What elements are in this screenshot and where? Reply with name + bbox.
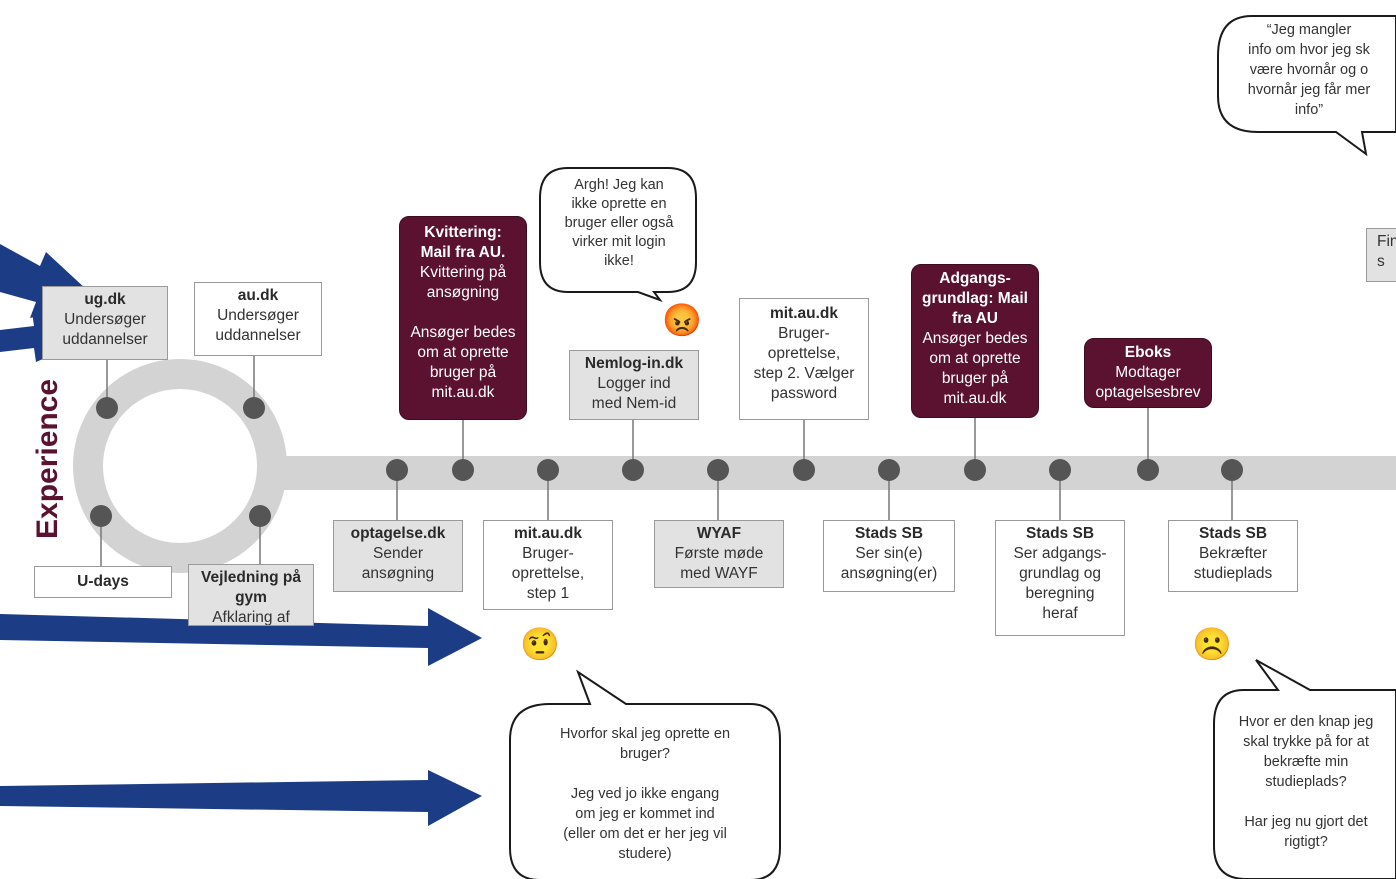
step-stads2: Stads SB Ser adgangs- grundlag og beregn… — [995, 520, 1125, 636]
step-ugdk: ug.dk Undersøger uddannelser — [42, 286, 168, 360]
step-title: ug.dk — [84, 291, 126, 308]
timeline-loop — [73, 359, 287, 573]
step-desc: Ser adgangs- grundlag og beregning heraf — [1013, 545, 1107, 622]
timeline-dots — [90, 397, 1243, 527]
step-title: Stads SB — [1025, 525, 1095, 542]
step-desc: Afklaring af — [212, 609, 290, 626]
bubble-hvorfor — [509, 669, 781, 879]
bubble-hvorfor-text: Hvorfor skal jeg oprette en bruger? Jeg … — [559, 726, 731, 862]
arrow-4 — [0, 770, 482, 826]
step-title: optagelse.dk — [350, 525, 446, 542]
step-mitau2: mit.au.dk Bruger- oprettelse, step 2. Væ… — [739, 298, 869, 420]
step-desc: Undersøger uddannelser — [215, 307, 301, 344]
step-desc: Kvittering på ansøgning Ansøger bedes om… — [410, 264, 516, 401]
step-desc: Modtager optagelsesbrev — [1095, 364, 1201, 401]
step-title: mit.au.dk — [769, 305, 839, 322]
step-title: Vejledning på gym — [201, 569, 301, 606]
arrow-3 — [0, 608, 482, 666]
bubble-top-right — [1217, 15, 1396, 157]
step-desc: Sender ansøgning — [361, 545, 435, 582]
bubble-knap-text: Hvor er den knap jeg skal trykke på for … — [1238, 714, 1374, 850]
experience-label: Experience — [31, 378, 64, 539]
step-stads1: Stads SB Ser sin(e) ansøgning(er) — [823, 520, 955, 592]
step-vejledning: Vejledning på gym Afklaring af — [188, 564, 314, 626]
step-title: Adgangs- grundlag: Mail fra AU — [922, 270, 1028, 327]
bubble-knap — [1213, 659, 1396, 879]
step-eboks: Eboks Modtager optagelsesbrev — [1084, 338, 1212, 408]
step-kvittering: Kvittering: Mail fra AU. Kvittering på a… — [399, 216, 527, 420]
step-title: U-days — [77, 573, 129, 590]
step-title: WYAF — [696, 525, 742, 542]
step-udays: U-days — [34, 566, 172, 598]
step-title: Nemlog-in.dk — [584, 355, 684, 372]
step-partial: Fin s — [1366, 228, 1396, 282]
step-desc: Ansøger bedes om at oprette bruger på mi… — [922, 330, 1028, 407]
step-title: Kvittering: Mail fra AU. — [420, 224, 506, 261]
step-desc: Ser sin(e) ansøgning(er) — [840, 545, 938, 582]
step-title: Stads SB — [854, 525, 924, 542]
step-title: Stads SB — [1198, 525, 1268, 542]
step-adgang: Adgangs- grundlag: Mail fra AU Ansøger b… — [911, 264, 1039, 418]
step-nemlog: Nemlog-in.dk Logger ind med Nem-id — [569, 350, 699, 420]
step-title: Eboks — [1124, 344, 1172, 361]
angry-face-icon: 😡 — [662, 302, 702, 338]
step-desc: Fin s — [1377, 233, 1396, 270]
step-optagelse: optagelse.dk Sender ansøgning — [333, 520, 463, 592]
step-mitau1: mit.au.dk Bruger- oprettelse, step 1 — [483, 520, 613, 610]
raised-eyebrow-face-icon: 🤨 — [520, 626, 560, 662]
bubble-argh-text: Argh! Jeg kan ikke oprette en bruger ell… — [564, 177, 674, 269]
step-desc: Bruger- oprettelse, step 2. Vælger passw… — [753, 325, 855, 402]
step-stads3: Stads SB Bekræfter studieplads — [1168, 520, 1298, 592]
step-desc: Undersøger uddannelser — [62, 311, 148, 348]
speech-bubbles — [509, 15, 1396, 879]
step-desc: Bruger- oprettelse, step 1 — [511, 545, 585, 602]
step-desc: Første møde med WAYF — [674, 545, 764, 582]
sad-face-icon: ☹️ — [1192, 626, 1232, 662]
step-desc: Bekræfter studieplads — [1193, 545, 1273, 582]
step-audk: au.dk Undersøger uddannelser — [194, 282, 322, 356]
bubble-top-right-text: “Jeg mangler info om hvor jeg sk være hv… — [1247, 22, 1371, 118]
step-title: mit.au.dk — [513, 525, 583, 542]
step-wyaf: WYAF Første møde med WAYF — [654, 520, 784, 588]
bubble-argh — [539, 167, 697, 303]
step-title: au.dk — [237, 287, 279, 304]
step-desc: Logger ind med Nem-id — [591, 375, 677, 412]
